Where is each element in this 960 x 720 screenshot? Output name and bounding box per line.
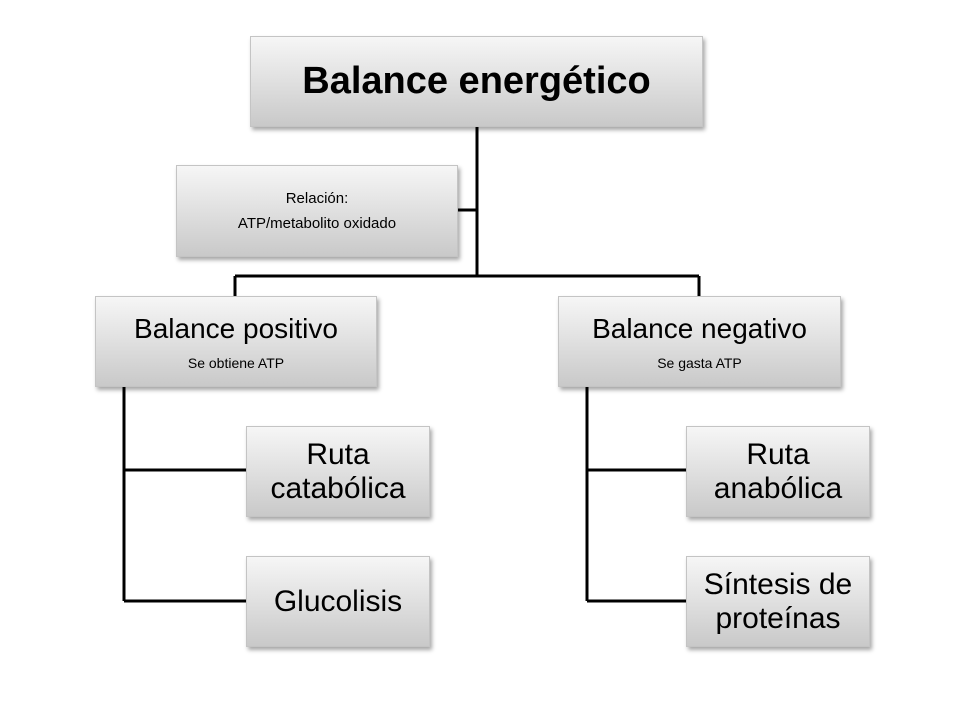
anabolic-pathway-node: Ruta anabólica bbox=[686, 426, 870, 517]
relation-node: Relación: ATP/metabolito oxidado bbox=[176, 165, 458, 257]
negative-balance-node: Balance negativo Se gasta ATP bbox=[558, 296, 841, 387]
negative-balance-sublabel: Se gasta ATP bbox=[657, 354, 742, 371]
positive-balance-label: Balance positivo bbox=[134, 312, 338, 344]
glucolysis-node: Glucolisis bbox=[246, 556, 430, 647]
relation-line-1: Relación: bbox=[285, 190, 349, 207]
catabolic-pathway-label: Ruta catabólica bbox=[270, 437, 406, 505]
relation-line-2: ATP/metabolito oxidado bbox=[237, 215, 397, 232]
positive-balance-sublabel: Se obtiene ATP bbox=[187, 354, 285, 371]
positive-balance-node: Balance positivo Se obtiene ATP bbox=[95, 296, 377, 387]
protein-synthesis-label: Síntesis de proteínas bbox=[703, 567, 853, 635]
catabolic-pathway-node: Ruta catabólica bbox=[246, 426, 430, 517]
root-label: Balance energético bbox=[302, 60, 651, 102]
glucolysis-label: Glucolisis bbox=[273, 584, 403, 618]
root-node: Balance energético bbox=[250, 36, 703, 127]
negative-balance-label: Balance negativo bbox=[592, 312, 807, 344]
anabolic-pathway-label: Ruta anabólica bbox=[713, 437, 843, 505]
protein-synthesis-node: Síntesis de proteínas bbox=[686, 556, 870, 647]
